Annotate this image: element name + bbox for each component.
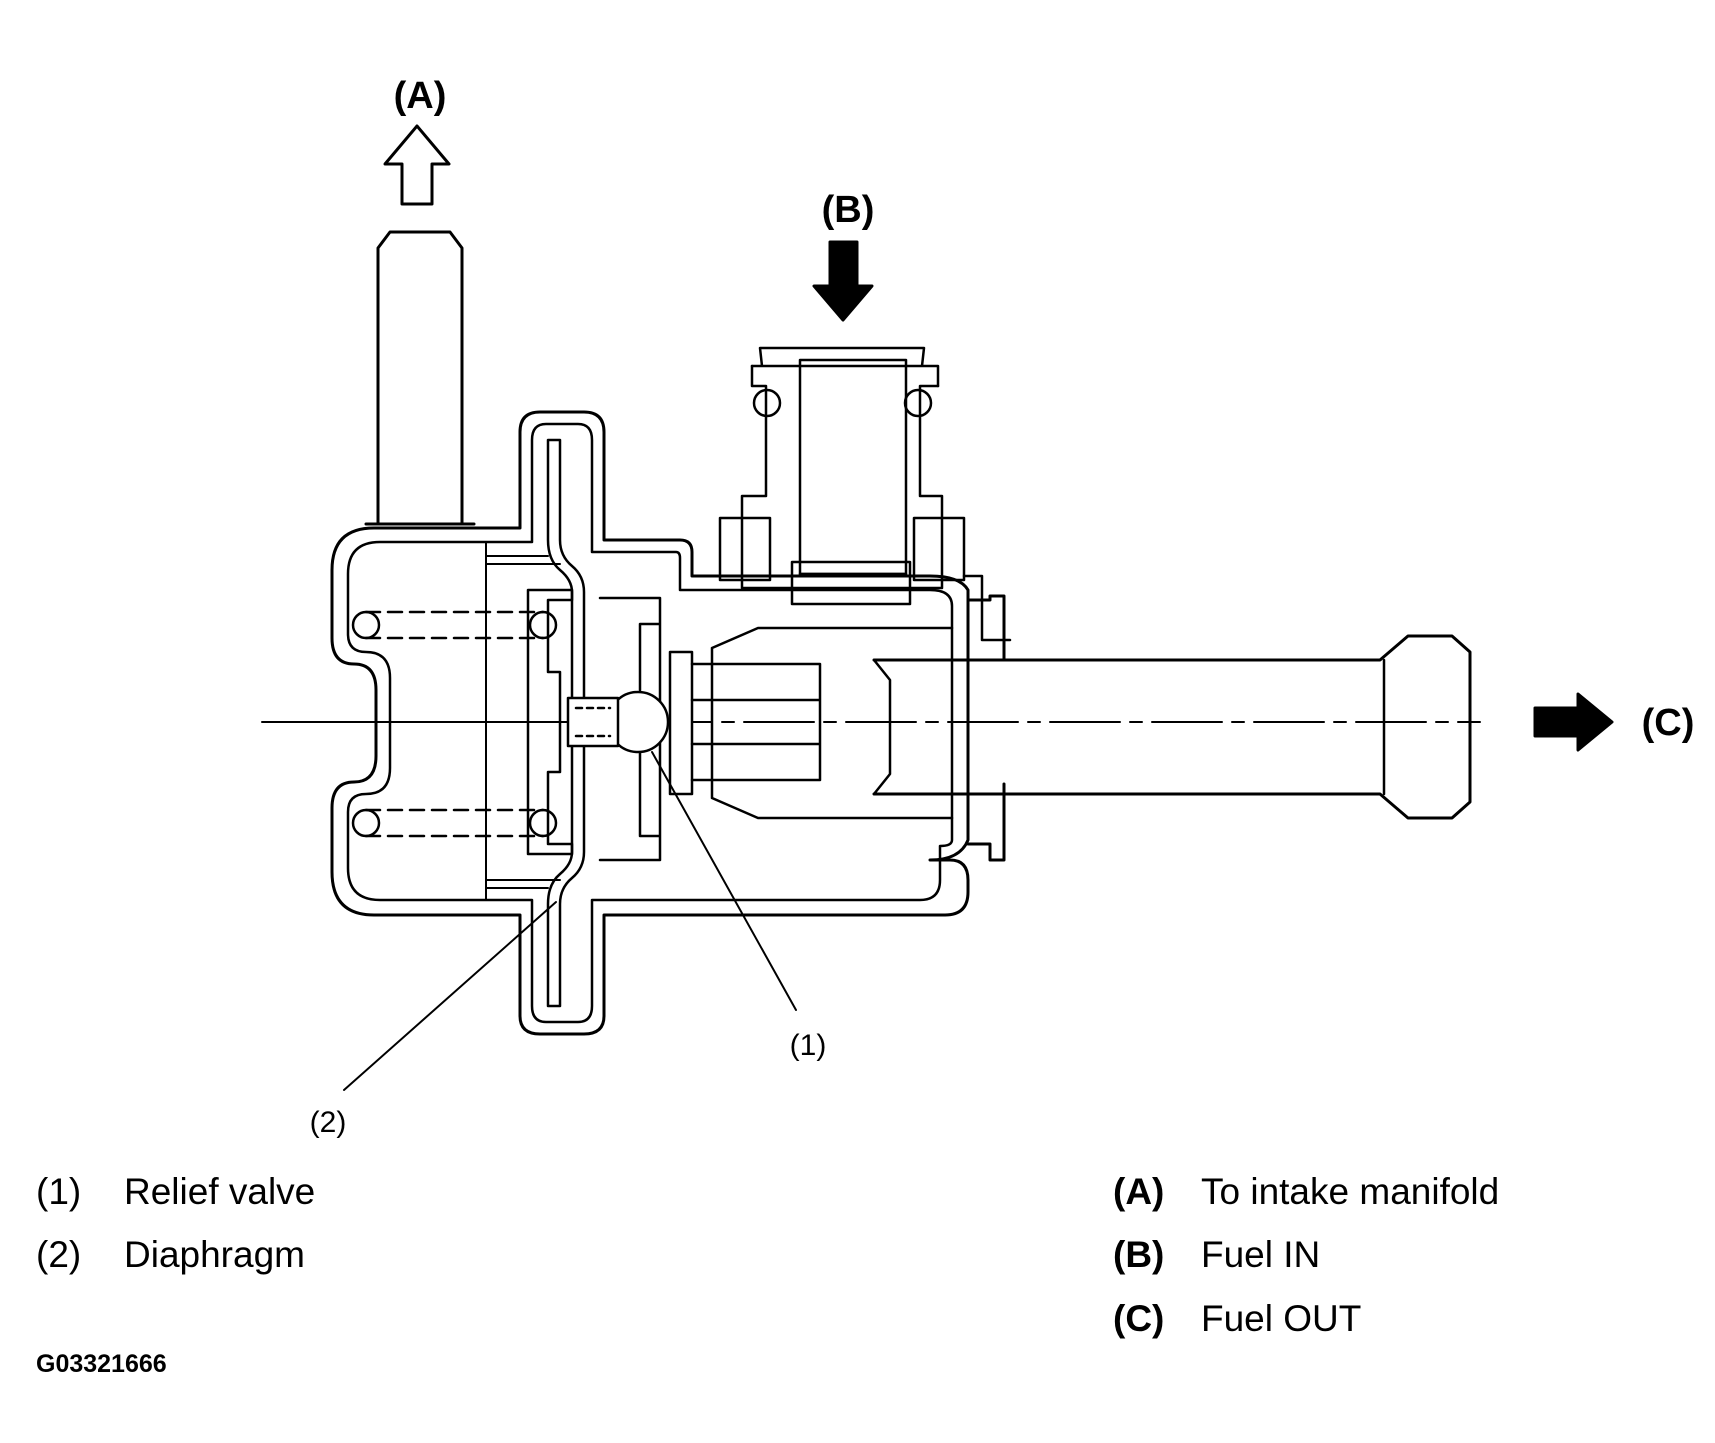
legend-item-diaphragm: (2) Diaphragm — [36, 1236, 305, 1273]
leader-line-2 — [343, 901, 557, 1091]
legend-text: Fuel OUT — [1201, 1298, 1362, 1339]
outlet-body — [710, 626, 954, 820]
legend-text: To intake manifold — [1201, 1171, 1500, 1212]
inlet-arrow-b — [812, 240, 874, 322]
housing-outer — [330, 410, 970, 1036]
callout-1: (1) — [790, 1029, 827, 1062]
leader-line-1 — [651, 751, 797, 1011]
figure-id: G03321666 — [36, 1350, 167, 1378]
vacuum-nipple — [364, 230, 476, 526]
legend-text: Diaphragm — [124, 1234, 305, 1275]
callout-2: (2) — [310, 1106, 347, 1139]
outlet-pipe — [872, 594, 1472, 862]
outlet-seat — [690, 662, 822, 782]
legend-item-intake-manifold: (A) To intake manifold — [1113, 1173, 1499, 1210]
outlet-arrow-c — [1533, 692, 1614, 752]
legend-item-fuel-in: (B) Fuel IN — [1113, 1236, 1320, 1273]
callout-c: (C) — [1642, 702, 1695, 744]
legend-text: Fuel IN — [1201, 1234, 1321, 1275]
diaphragm — [485, 438, 586, 1008]
inlet-fitting — [690, 346, 1012, 642]
outlet-arrow-a — [383, 124, 451, 206]
legend-key: (A) — [1113, 1171, 1165, 1212]
relief-valve — [566, 650, 694, 796]
diaphragm-spring — [351, 610, 558, 838]
callout-b: (B) — [822, 189, 875, 231]
housing-inner — [346, 422, 954, 1024]
legend-key: (1) — [36, 1171, 82, 1212]
spring-seat — [526, 588, 574, 856]
legend-text: Relief valve — [124, 1171, 316, 1212]
legend-item-fuel-out: (C) Fuel OUT — [1113, 1300, 1361, 1337]
legend-key: (C) — [1113, 1298, 1165, 1339]
callout-a: (A) — [394, 75, 447, 117]
legend-key: (2) — [36, 1234, 82, 1275]
legend-key: (B) — [1113, 1234, 1165, 1275]
legend-item-relief-valve: (1) Relief valve — [36, 1173, 315, 1210]
